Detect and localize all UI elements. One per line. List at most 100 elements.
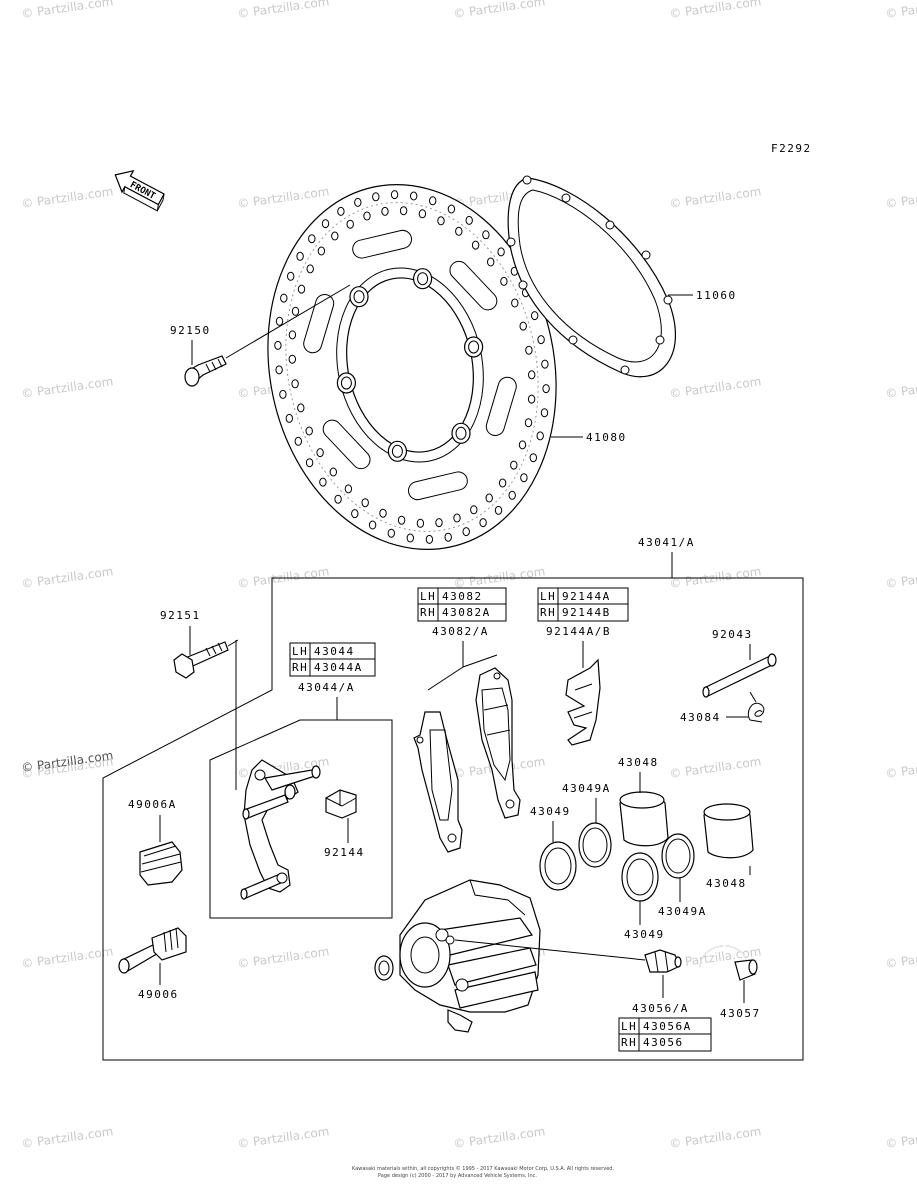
disc-bolt-hole: [340, 376, 352, 390]
disc-vent-hole: [397, 515, 406, 525]
table-43082: LH 43082 RH 43082A: [417, 587, 507, 622]
disc-vent-hole: [381, 206, 389, 216]
disc-bolt: [184, 355, 227, 387]
callout-43057: 43057: [720, 1007, 761, 1020]
watermark-text: © Partzilla.com: [236, 944, 330, 971]
disc-vent-hole: [329, 467, 337, 477]
disc-vent-hole: [429, 196, 437, 206]
callout-43084: 43084: [680, 711, 721, 724]
disc-vent-hole: [528, 370, 536, 380]
watermark-text: © Partzilla.com: [20, 374, 114, 401]
piston-seal-1: [539, 841, 577, 891]
disc-vent-hole: [275, 365, 283, 375]
disc-vent-hole: [410, 191, 418, 201]
callout-43056: 43056/A: [632, 1002, 689, 1015]
caliper-mount-bolt: [173, 641, 229, 679]
disc-vent-hole: [494, 505, 503, 515]
watermark-text: © Partzilla.com: [668, 754, 762, 781]
table-43056: LH 43056A RH 43056: [618, 1017, 712, 1052]
t92144-side-1: RH: [540, 606, 556, 619]
callout-43048b: 43048: [706, 877, 747, 890]
watermark-text: © Partzilla.com: [20, 0, 114, 21]
disc-bolt-hole: [468, 340, 480, 354]
disc-vent-hole: [321, 219, 330, 229]
disc-carrier-slot: [352, 229, 413, 259]
disc-carrier-slot: [407, 471, 468, 501]
disc-carrier-slot: [449, 260, 498, 311]
disc-bolt-hole: [417, 272, 429, 286]
watermark-text: © Partzilla.com: [452, 1124, 546, 1151]
bleeder-cap: [699, 945, 758, 981]
disc-carrier-slot: [303, 293, 335, 354]
caliper-body: [374, 879, 541, 1033]
disc-vent-hole: [337, 206, 345, 216]
disc-vent-hole: [288, 330, 297, 340]
disc-vent-hole: [425, 534, 434, 544]
disc-vent-hole: [346, 219, 354, 229]
disc-vent-hole: [536, 431, 544, 441]
disc-vent-hole: [294, 436, 302, 446]
disc-vent-hole: [305, 458, 314, 468]
disc-vent-hole: [497, 247, 505, 257]
disc-vent-hole: [334, 494, 342, 504]
t43044-side-1: RH: [292, 661, 308, 674]
t43044-part-0: 43044: [314, 645, 355, 658]
disc-vent-hole: [444, 532, 452, 542]
pin-clip: [747, 691, 765, 723]
watermark-text: © Partzilla.com: [452, 0, 546, 21]
disc-vent-hole: [372, 192, 380, 202]
t43056-side-0: LH: [621, 1020, 637, 1033]
watermark-text: © Partzilla.com: [884, 184, 917, 211]
t43082-side-0: LH: [420, 590, 436, 603]
t92144-side-0: LH: [540, 590, 556, 603]
piston-seal-2: [621, 852, 659, 902]
disc-vent-hole: [280, 293, 288, 303]
t43082-side-1: RH: [420, 606, 436, 619]
disc-vent-hole: [510, 460, 518, 470]
callout-43044: 43044/A: [298, 681, 355, 694]
disc-vent-hole: [519, 321, 527, 331]
disc-vent-hole: [525, 345, 533, 355]
disc-carrier-slot: [322, 419, 371, 470]
callout-43049Aa: 43049A: [562, 782, 611, 795]
t43082-part-0: 43082: [442, 590, 483, 603]
disc-vent-hole: [508, 490, 516, 500]
disc-vent-hole: [542, 384, 550, 394]
disc-vent-hole: [331, 231, 339, 241]
watermark-text: © Partzilla.com: [236, 184, 330, 211]
disc-vent-hole: [287, 271, 295, 281]
callout-43049a: 43049: [530, 805, 571, 818]
callout-92043: 92043: [712, 628, 753, 641]
disc-vent-hole: [297, 403, 305, 413]
disc-vent-hole: [291, 379, 299, 389]
disc-vent-hole: [354, 197, 362, 207]
t43044-side-0: LH: [292, 645, 308, 658]
disc-vent-hole: [537, 335, 545, 345]
disc-vent-hole: [305, 426, 313, 436]
callout-43049b: 43049: [624, 928, 665, 941]
bracket-pad-clip: [325, 789, 357, 819]
callout-43041: 43041/A: [638, 536, 695, 549]
watermark-text: © Partzilla.com: [884, 374, 917, 401]
disc-vent-hole: [520, 473, 528, 483]
disc-vent-hole: [455, 226, 463, 236]
disc-vent-hole: [498, 478, 507, 488]
disc-vent-hole: [447, 204, 456, 214]
disc-vent-hole: [479, 518, 487, 528]
callout-92144: 92144: [324, 846, 365, 859]
disc-vent-hole: [379, 508, 387, 518]
t92144-part-0: 92144A: [562, 590, 611, 603]
t43044-part-1: 43044A: [314, 661, 363, 674]
piston-dust-seal-1: [578, 822, 612, 868]
disc-vent-hole: [529, 453, 537, 463]
caliper-assembly-box: [102, 577, 804, 1061]
watermark-text: © Partzilla.com: [884, 944, 917, 971]
disc-vent-hole: [406, 533, 414, 543]
disc-vent-hole: [285, 413, 293, 423]
copyright-line-2: Page design (c) 2000 - 2017 by Advanced …: [378, 1173, 537, 1179]
disc-vent-hole: [540, 408, 549, 418]
table-92144: LH 92144A RH 92144B: [537, 587, 629, 622]
watermark-text: © Partzilla.com: [236, 1124, 330, 1151]
bleeder-valve: [644, 949, 682, 973]
